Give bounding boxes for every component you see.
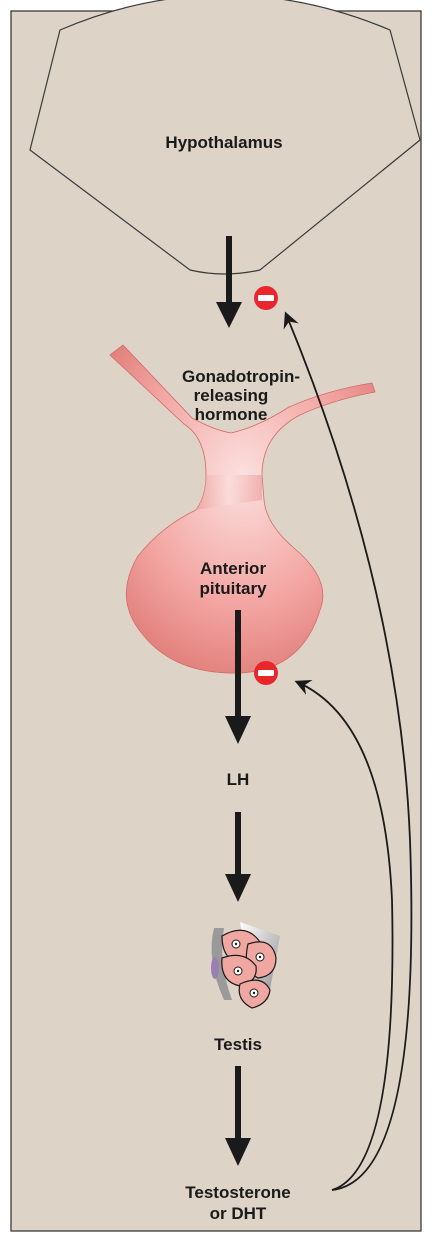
testosterone-label-line2: or DHT <box>210 1204 267 1223</box>
lh-label: LH <box>227 770 250 789</box>
hypothalamus-label: Hypothalamus <box>165 133 282 152</box>
anterior-pituitary-label-line1: Anterior <box>200 559 267 578</box>
testis-label: Testis <box>214 1035 262 1054</box>
inhibition-badge-pituitary <box>254 661 278 685</box>
anterior-pituitary-label-line2: pituitary <box>199 579 267 598</box>
inhibition-badge-hypothalamus <box>254 286 278 310</box>
gnrh-label-line3: hormone <box>195 405 268 424</box>
gnrh-label-line2: releasing <box>194 386 269 405</box>
testosterone-label-line1: Testosterone <box>185 1183 291 1202</box>
gnrh-label-line1: Gonadotropin- <box>182 367 300 386</box>
